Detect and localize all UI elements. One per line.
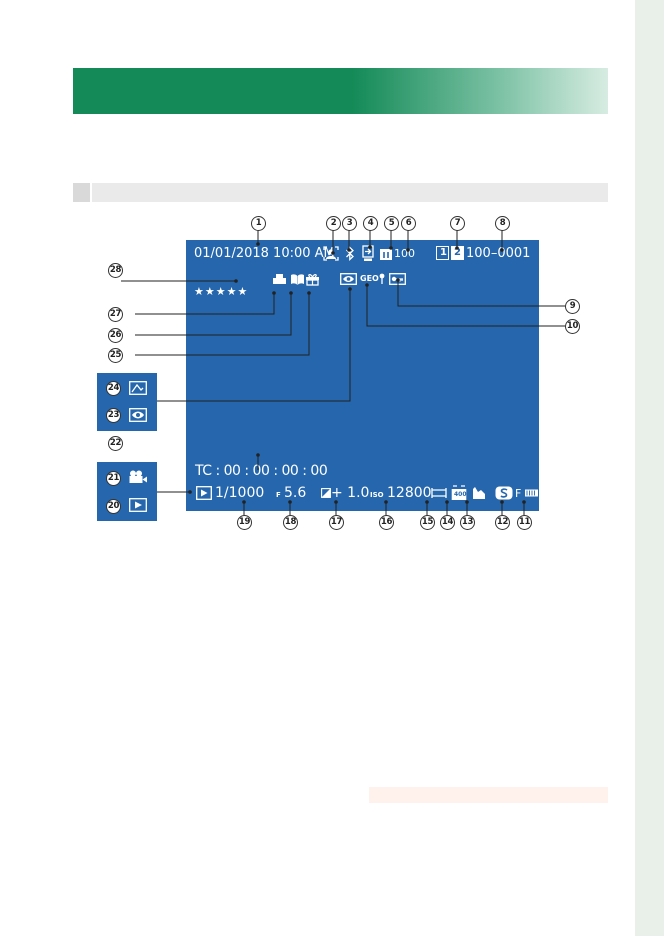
- callout-19: 19: [237, 515, 252, 530]
- frame-number: 100–0001: [466, 247, 530, 260]
- gift-image-icon: [305, 272, 320, 286]
- iso-value: 12800: [387, 486, 432, 500]
- callout-10: 10: [565, 319, 580, 334]
- callout-18: 18: [283, 515, 298, 530]
- rating-stars: ★★★★★: [194, 286, 248, 297]
- callout-20: 20: [106, 499, 121, 514]
- callout-26: 26: [108, 328, 123, 343]
- callout-4: 4: [363, 216, 378, 231]
- callout-14: 14: [440, 515, 455, 530]
- aperture-prefix: F: [276, 492, 281, 499]
- image-size-icon: [495, 486, 513, 500]
- timecode: TC : 00 : 00 : 00 : 00: [195, 464, 327, 478]
- protect-key-icon: [389, 273, 406, 285]
- subsection-bar: [73, 183, 608, 202]
- page-edge-sidebar: [635, 0, 664, 936]
- subsection-marker: [73, 183, 92, 202]
- callout-21: 21: [106, 471, 121, 486]
- callout-9: 9: [565, 299, 580, 314]
- hdr-icon: [129, 381, 147, 395]
- iso-prefix: ISO: [370, 492, 384, 499]
- callout-23: 23: [106, 408, 121, 423]
- battery-icon: [525, 489, 539, 497]
- image-transfer-icon: [362, 244, 374, 262]
- white-balance-icon: [471, 486, 487, 500]
- geo-tag-label: GEO: [360, 275, 379, 283]
- inset-box-lower: [97, 462, 157, 521]
- inset-box-upper: [97, 373, 157, 431]
- transfer-status-icon: [379, 246, 393, 261]
- still-playback-icon: [129, 498, 147, 512]
- callout-15: 15: [420, 515, 435, 530]
- image-quality: F: [515, 488, 521, 499]
- callout-12: 12: [495, 515, 510, 530]
- photobook-icon: [290, 273, 305, 286]
- exposure-comp-icon: [321, 488, 331, 498]
- callout-5: 5: [384, 216, 399, 231]
- callout-1: 1: [251, 216, 266, 231]
- callout-6: 6: [401, 216, 416, 231]
- callout-2: 2: [326, 216, 341, 231]
- callout-27: 27: [108, 307, 123, 322]
- exposure-comp-value: + 1.0: [331, 486, 369, 500]
- movie-camera-icon: [128, 470, 148, 484]
- playback-display: 01/01/2018 10:00 AM 100 1 2 100–0001 ★★★…: [186, 240, 539, 511]
- folder-count: 100: [394, 248, 415, 259]
- callout-28: 28: [108, 263, 123, 278]
- aperture-value: 5.6: [284, 486, 306, 500]
- face-detection-icon: [323, 246, 339, 261]
- note-bar: [369, 787, 608, 803]
- callout-11: 11: [517, 515, 532, 530]
- location-pin-icon: [379, 273, 385, 284]
- red-eye-removal-icon: [340, 273, 357, 285]
- callout-8: 8: [495, 216, 510, 231]
- callout-25: 25: [108, 348, 123, 363]
- callout-16: 16: [379, 515, 394, 530]
- shutter-speed: 1/1000: [215, 486, 264, 500]
- callout-22: 22: [108, 436, 123, 451]
- callout-13: 13: [460, 515, 475, 530]
- dynamic-range-label: 400: [454, 492, 467, 498]
- section-header-band: [73, 68, 608, 114]
- callout-24: 24: [106, 381, 121, 396]
- playback-mode-icon: [196, 486, 212, 500]
- date-time: 01/01/2018 10:00 AM: [194, 247, 335, 260]
- callout-3: 3: [342, 216, 357, 231]
- card-slot-1-label: 1: [440, 248, 447, 258]
- print-order-icon: [272, 273, 287, 286]
- card-slot-2-label: 2: [454, 248, 461, 258]
- red-eye-icon: [129, 408, 147, 422]
- callout-7: 7: [450, 216, 465, 231]
- film-simulation-icon: [431, 487, 447, 499]
- bluetooth-icon: [345, 246, 355, 261]
- callout-17: 17: [329, 515, 344, 530]
